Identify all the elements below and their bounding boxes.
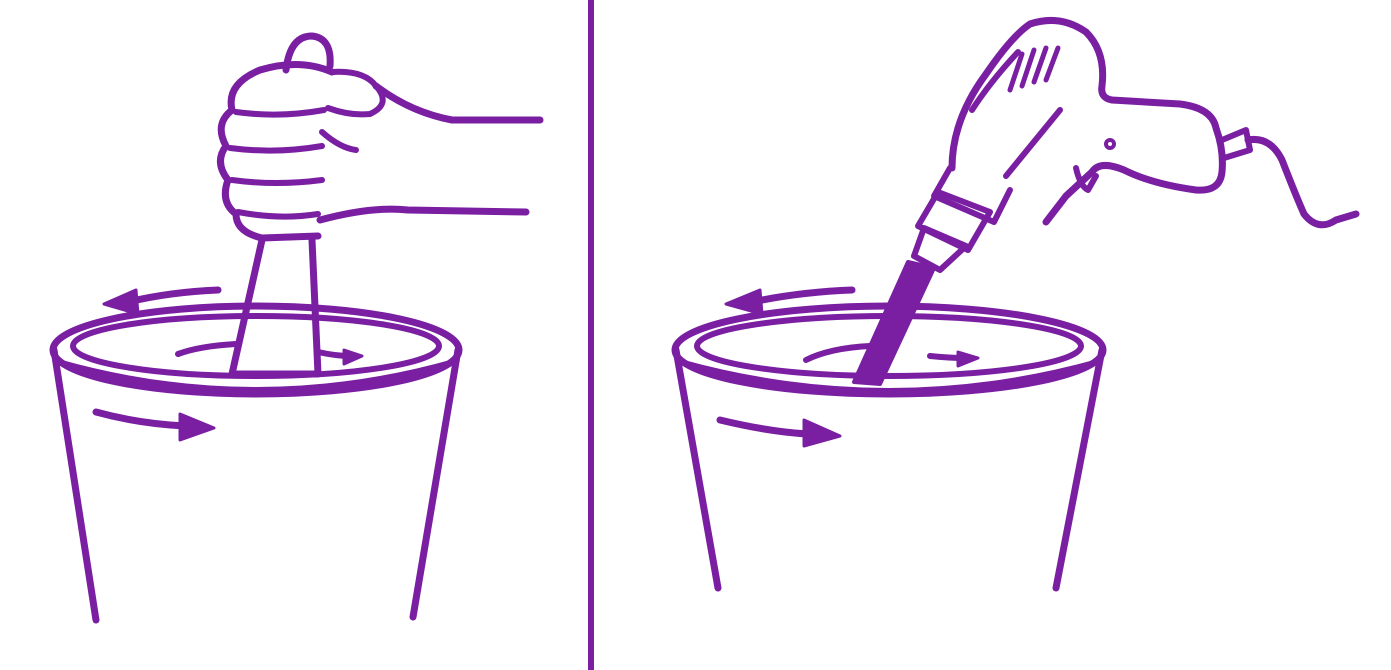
fist-finger-3 [232,180,322,183]
mixer-shaft [854,262,934,384]
rotation-arrow-top [128,290,218,302]
drill-vent-3 [1034,48,1046,82]
rotation-arrowhead-bottom [804,420,840,446]
rotation-arrowhead-top [726,290,762,314]
fist-finger-2 [230,146,322,151]
swirl-arrowhead [958,352,978,366]
drill-cord [1248,139,1356,224]
bucket-left-wall [676,350,718,588]
bucket-left-wall [54,350,96,620]
stir-swirl [178,344,350,356]
drill-cord-plug [1222,130,1250,158]
rotation-arrow-bottom [96,412,186,426]
fist-finger-1 [236,110,324,115]
drill-body-panel-2 [1006,110,1060,176]
rotation-arrow-top [752,290,852,302]
rotation-arrow-bottom [720,420,808,434]
forearm-bottom [320,209,526,220]
hand-stirring-bucket-icon [53,36,540,620]
drill-mixing-bucket-icon [675,20,1356,588]
bucket-right-wall [1056,350,1102,588]
swirl-arrowhead [344,350,362,364]
drill-collar-1 [918,192,990,250]
rotation-arrowhead-bottom [180,414,214,440]
bucket-rim-outer [53,306,459,394]
drill-button [1106,140,1114,148]
drill-vent-4 [1046,48,1058,80]
rotation-arrowhead-top [104,290,138,314]
wrist-line [322,132,356,150]
forearm-top [376,86,540,120]
bucket-rim-inner [73,316,439,376]
thumb [328,72,383,115]
bucket-right-wall [413,350,458,617]
fist-finger-4 [238,212,318,217]
